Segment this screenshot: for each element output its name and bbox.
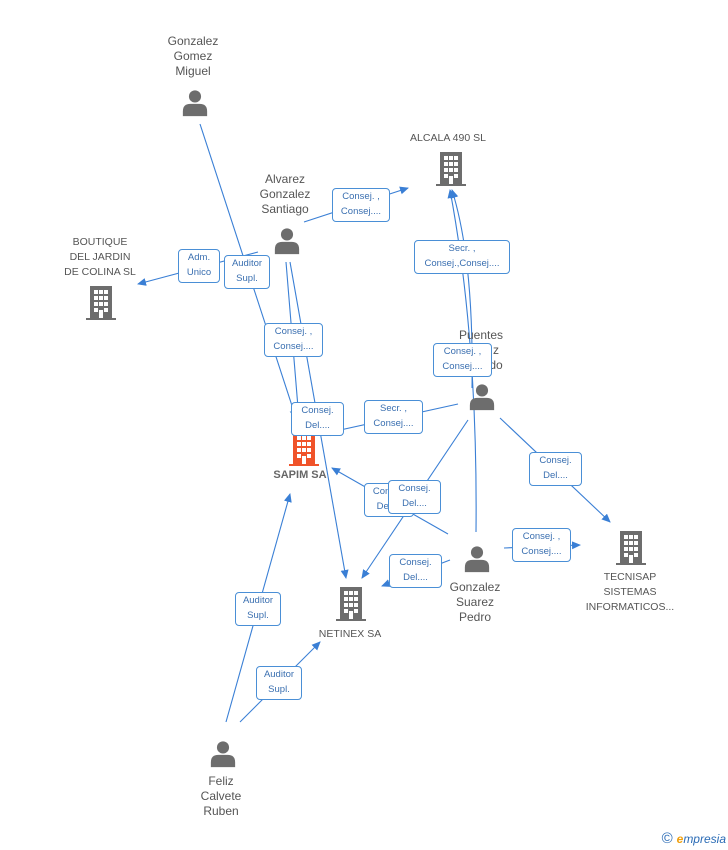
label-line: Gonzalez (167, 34, 219, 48)
label-line: ALCALA 490 SL (410, 132, 486, 144)
building-icon-alcala (436, 152, 466, 186)
company-label-tecnisap[interactable]: TECNISAP SISTEMAS INFORMATICOS... (570, 570, 690, 615)
label-line: Feliz (208, 774, 234, 788)
label-line: Gonzalez (259, 187, 311, 201)
relation-line: Consej. , (443, 346, 482, 357)
relation-box-alvarez-boutique-auditor[interactable]: Auditor Supl. (224, 255, 270, 289)
building-icon-tecnisap (616, 531, 646, 565)
label-line: TECNISAP (603, 571, 657, 583)
relation-box-alvarez-sapim[interactable]: Consej. , Consej.... (264, 323, 323, 357)
label-line: INFORMATICOS... (585, 601, 675, 613)
company-label-alcala[interactable]: ALCALA 490 SL (388, 131, 508, 146)
relation-box-alvarez-boutique[interactable]: Adm. Unico (178, 249, 220, 283)
person-icon-feliz (210, 741, 236, 768)
label-line: do (489, 358, 503, 372)
person-icon-alvarez (274, 228, 300, 255)
relation-line: Auditor (231, 258, 263, 269)
label-line: SAPIM SA (273, 469, 327, 481)
label-line: SISTEMAS (603, 586, 657, 598)
building-icon-boutique (86, 286, 116, 320)
relation-box-puentes-netinex[interactable]: Consej. Del.... (388, 480, 441, 514)
relation-box-gonzalez-suarez-netinex[interactable]: Consej. Del.... (389, 554, 442, 588)
person-icon-gonzalez-gomez (182, 90, 208, 117)
relation-line: Consej. , (274, 326, 313, 337)
label-line: BOUTIQUE (72, 236, 128, 248)
building-icon-netinex (336, 587, 366, 621)
company-label-sapim[interactable]: SAPIM SA (240, 468, 360, 483)
relation-box-alcala[interactable]: Secr. , Consej.,Consej.... (414, 240, 510, 274)
relation-line: Unico (186, 266, 212, 278)
label-line: Puentes (458, 328, 504, 342)
label-line: Suarez (455, 595, 495, 609)
relation-line: Consej.... (340, 205, 382, 217)
label-line: DE COLINA SL (64, 266, 136, 278)
brand-logo-text: mpresia (683, 832, 726, 846)
relation-line: Supl. (247, 609, 269, 621)
relation-line: Consej. (398, 483, 431, 494)
relation-line: Consej.... (521, 545, 562, 557)
copyright-icon: © (661, 830, 673, 847)
relation-box-gonzalez-gomez-sapim[interactable]: Consej. Del.... (291, 402, 344, 436)
company-label-boutique[interactable]: BOUTIQUE DEL JARDIN DE COLINA SL (40, 235, 160, 280)
relation-line: Consej.... (273, 340, 314, 352)
relation-box-alvarez-alcala[interactable]: Consej. , Consej.... (332, 188, 390, 222)
relation-line: Consej. (399, 557, 432, 568)
label-line: Santiago (261, 202, 309, 216)
label-line: DEL JARDIN (69, 251, 131, 263)
label-line: z (493, 343, 499, 357)
relation-box-puentes-tecnisap[interactable]: Consej. Del.... (529, 452, 582, 486)
relation-line: Adm. (187, 252, 211, 263)
person-label-alvarez[interactable]: Alvarez Gonzalez Santiago (230, 172, 340, 217)
relation-box-puentes-sapim[interactable]: Secr. , Consej.... (364, 400, 423, 434)
person-icon-gonzalez-suarez (464, 546, 490, 573)
label-line: Pedro (458, 610, 492, 624)
relation-line: Consej.... (373, 417, 414, 429)
relation-line: Consej.... (442, 360, 483, 372)
relation-box-feliz-sapim[interactable]: Auditor Supl. (235, 592, 281, 626)
company-label-netinex[interactable]: NETINEX SA (290, 627, 410, 642)
relation-box-puentes-alcala[interactable]: Consej. , Consej.... (433, 343, 492, 377)
person-label-gonzalez-suarez[interactable]: Gonzalez Suarez Pedro (420, 580, 530, 625)
relation-line: Del.... (403, 571, 428, 583)
relation-line: Supl. (236, 272, 258, 284)
building-icon-sapim (289, 432, 319, 466)
relation-line: Consej.,Consej.... (424, 257, 500, 269)
person-label-feliz[interactable]: Feliz Calvete Ruben (166, 774, 276, 819)
relation-line: Del.... (305, 419, 330, 431)
label-line: Gomez (173, 49, 213, 63)
label-line: Alvarez (264, 172, 305, 186)
relation-line: Consej. , (522, 531, 561, 542)
relation-line: Del.... (402, 497, 427, 509)
relation-line: Auditor (263, 669, 295, 680)
label-line: Miguel (175, 64, 211, 78)
label-line: Calvete (200, 789, 242, 803)
relation-line: Consej. , (342, 191, 380, 202)
brand-logo-initial: e (676, 832, 684, 846)
relation-line: Auditor (242, 595, 274, 606)
relation-box-gonzalez-suarez-tecnisap[interactable]: Consej. , Consej.... (512, 528, 571, 562)
label-line: Ruben (203, 804, 239, 818)
relation-line: Supl. (268, 683, 290, 695)
brand-footer[interactable]: ©empresia (662, 830, 726, 847)
person-label-gonzalez-gomez[interactable]: Gonzalez Gomez Miguel (138, 34, 248, 79)
relation-line: Consej. (301, 405, 334, 416)
relation-box-feliz-netinex[interactable]: Auditor Supl. (256, 666, 302, 700)
relation-line: Secr. , (448, 243, 476, 254)
person-label-puentes[interactable]: Puentes z do (426, 328, 536, 373)
label-line: NETINEX SA (318, 628, 382, 640)
relation-line: Consej. (539, 455, 572, 466)
relation-line: Del.... (543, 469, 568, 481)
relation-line: Secr. , (380, 403, 407, 414)
label-line: Gonzalez (449, 580, 501, 594)
